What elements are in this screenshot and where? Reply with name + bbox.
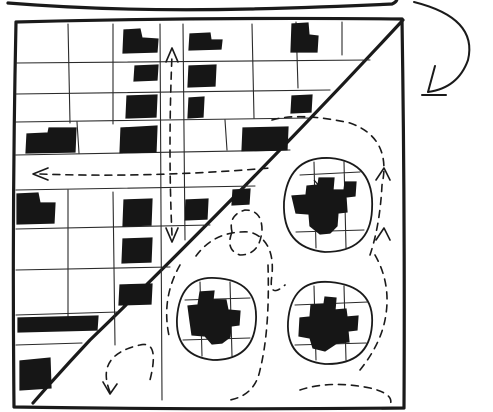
route-dashed xyxy=(170,55,172,235)
street-line xyxy=(252,24,254,118)
street-line xyxy=(160,24,162,400)
route-dashed xyxy=(300,384,391,405)
street-line xyxy=(16,90,330,94)
route-dashed xyxy=(40,168,270,175)
street-line xyxy=(16,312,118,315)
street-line xyxy=(16,118,310,122)
building-cluster xyxy=(288,282,372,364)
street-line xyxy=(16,267,170,270)
building-cluster xyxy=(284,158,372,252)
route-dashed xyxy=(106,344,153,392)
street-line xyxy=(16,343,82,345)
route-dashed xyxy=(230,265,268,400)
route-dashed xyxy=(360,255,387,370)
street-line xyxy=(77,122,79,153)
rotation-arrow xyxy=(414,2,469,95)
street-line xyxy=(16,186,255,190)
building-cluster xyxy=(177,278,256,360)
route-dashed xyxy=(196,232,285,291)
street-line xyxy=(68,24,70,123)
building-block xyxy=(17,23,318,390)
top-panel-edge xyxy=(8,0,397,10)
street-line xyxy=(183,24,185,240)
street-line xyxy=(225,120,227,150)
